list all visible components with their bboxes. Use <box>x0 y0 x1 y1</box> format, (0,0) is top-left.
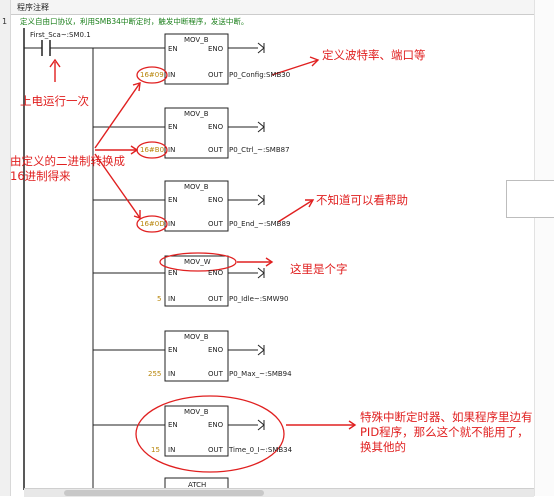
eno-pin-label: ENO <box>208 196 224 204</box>
program-comment-title: 程序注释 <box>17 3 49 12</box>
network-number: 1 <box>2 17 8 26</box>
eno-arrow-3 <box>257 194 265 206</box>
eno-arrow-1 <box>257 42 265 54</box>
en-pin-label: EN <box>168 196 178 204</box>
in-value[interactable]: 16#0D <box>140 220 165 228</box>
ellipse-mov-w <box>159 252 237 272</box>
contact-label[interactable]: First_Sca~:SM0.1 <box>30 31 91 39</box>
out-operand[interactable]: P0_Config:SMB30 <box>229 71 291 79</box>
out-pin-label: OUT <box>208 446 223 454</box>
arrow-head-baud <box>309 56 320 67</box>
eno-pin-label: ENO <box>208 421 224 429</box>
arrow-head-power-on <box>49 58 61 68</box>
out-operand[interactable]: Time_0_I~:SMB34 <box>229 446 293 454</box>
mov-b-block-5 <box>164 330 229 382</box>
in-pin-label: IN <box>168 71 176 79</box>
block-title: MOV_B <box>184 36 209 44</box>
ellipse-timer-block <box>135 395 285 473</box>
en-pin-label: EN <box>168 123 178 131</box>
mov-b-block-2 <box>164 107 229 159</box>
block-title: ATCH <box>188 481 207 489</box>
annotation-timer: 特殊中断定时器、如果程序里边有PID程序，那么这个就不能用了，换其他的 <box>360 410 533 454</box>
en-pin-label: EN <box>168 45 178 53</box>
block-title: MOV_B <box>184 183 209 191</box>
in-value[interactable]: 15 <box>151 446 160 454</box>
mov-b-block-3 <box>164 180 229 232</box>
right-panel <box>534 0 554 496</box>
annotation-baud-port: 定义波特率、端口等 <box>322 48 426 62</box>
side-panel-box[interactable] <box>506 180 554 218</box>
eno-pin-label: ENO <box>208 123 224 131</box>
en-pin-label: EN <box>168 269 178 277</box>
in-pin-label: IN <box>168 446 176 454</box>
eno-pin-label: ENO <box>208 269 224 277</box>
eno-pin-label: ENO <box>208 45 224 53</box>
arrow-head-word <box>265 257 274 267</box>
ellipse-val-3 <box>136 215 168 233</box>
out-operand[interactable]: P0_Idle~:SMW90 <box>229 295 289 303</box>
in-value[interactable]: 5 <box>157 295 162 303</box>
block-title: MOV_B <box>184 110 209 118</box>
arrow-head-timer <box>348 420 357 430</box>
out-operand[interactable]: P0_Ctrl_~:SMB87 <box>229 146 290 154</box>
in-value[interactable]: 16#B0 <box>140 146 165 154</box>
arrow-head-bin-2 <box>130 145 139 155</box>
out-pin-label: OUT <box>208 370 223 378</box>
out-pin-label: OUT <box>208 220 223 228</box>
mov-w-block-4 <box>164 255 229 307</box>
mov-b-block-6 <box>164 405 229 457</box>
arrow-line-help <box>277 199 314 223</box>
in-pin-label: IN <box>168 370 176 378</box>
out-pin-label: OUT <box>208 146 223 154</box>
en-pin-label: EN <box>168 346 178 354</box>
arrow-head-bin-3 <box>133 210 141 219</box>
arrow-head-help <box>305 199 315 208</box>
eno-arrow-4 <box>257 267 265 279</box>
in-value[interactable]: 255 <box>148 370 162 378</box>
annotation-word: 这里是个字 <box>290 262 348 276</box>
ellipse-val-1 <box>136 66 168 84</box>
in-value[interactable]: 16#09 <box>140 71 164 79</box>
program-comment-header[interactable]: 程序注释 <box>11 0 554 15</box>
out-operand[interactable]: P0_Max_~:SMB94 <box>229 370 292 378</box>
block-title: MOV_B <box>184 408 209 416</box>
eno-arrow-5 <box>257 344 265 356</box>
arrow-line-bin-3 <box>94 153 141 219</box>
horizontal-scrollbar[interactable] <box>24 488 534 497</box>
network-comment[interactable]: 定义自由口协议，利用SMB34中断定时，触发中断程序，发送中断。 <box>20 17 249 26</box>
annotation-help: 不知道可以看帮助 <box>316 193 408 207</box>
out-operand[interactable]: P0_End_~:SMB89 <box>229 220 291 228</box>
annotation-power-on: 上电运行一次 <box>20 94 89 108</box>
block-title: MOV_B <box>184 333 209 341</box>
network-gutter: 1 <box>0 0 11 496</box>
en-pin-label: EN <box>168 421 178 429</box>
in-pin-label: IN <box>168 295 176 303</box>
out-pin-label: OUT <box>208 295 223 303</box>
mov-b-block-1 <box>164 33 229 85</box>
block-title: MOV_W <box>184 258 211 266</box>
out-pin-label: OUT <box>208 71 223 79</box>
scrollbar-thumb[interactable] <box>64 490 264 496</box>
in-pin-label: IN <box>168 220 176 228</box>
arrow-line-baud <box>271 59 319 76</box>
arrow-head-bin-1 <box>132 82 141 92</box>
in-pin-label: IN <box>168 146 176 154</box>
eno-arrow-6 <box>257 419 265 431</box>
eno-arrow-2 <box>257 121 265 133</box>
arrow-line-bin-1 <box>94 82 141 149</box>
eno-pin-label: ENO <box>208 346 224 354</box>
annotation-binary-hex: 由定义的二进制转换成16进制得来 <box>10 154 125 183</box>
